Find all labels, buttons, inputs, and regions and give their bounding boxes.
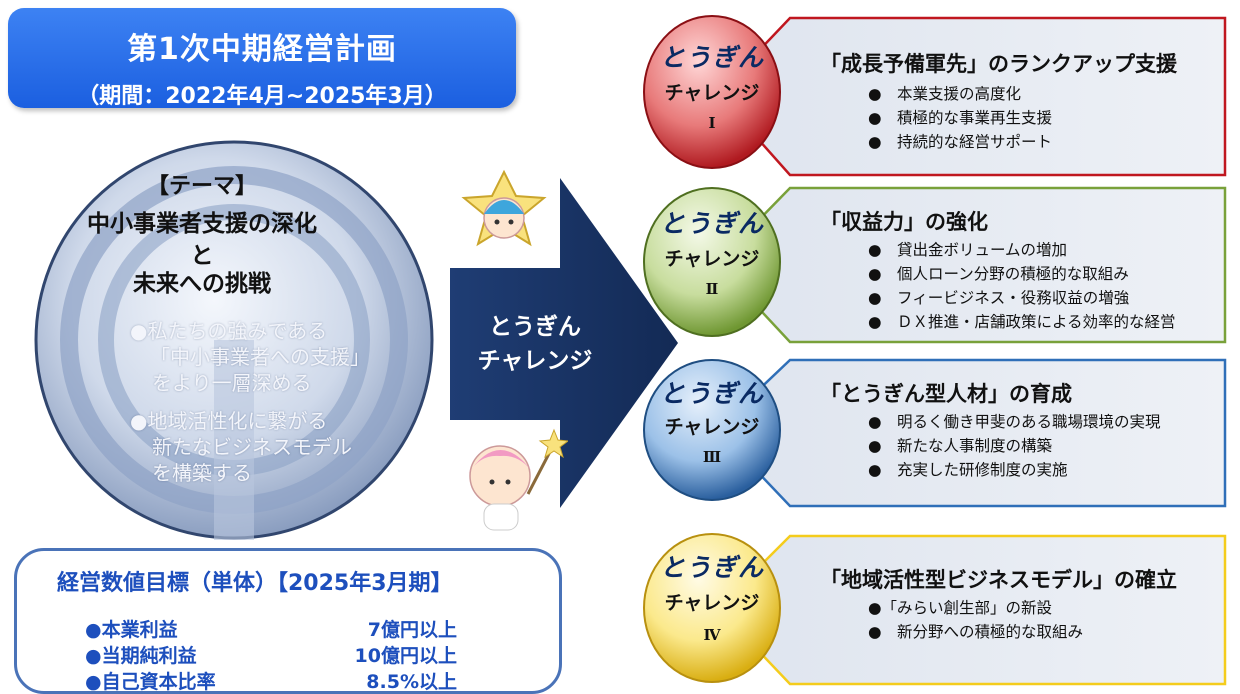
challenge-3: とうぎん チャレンジ Ⅲ 「とうぎん型人材」の育成 ● 明るく働き甲斐のある職場… [640,356,1230,512]
plan-period: （期間：2022年4月~2025年3月） [77,84,447,109]
challenge-3-item-2: ● 新たな人事制度の構築 [868,437,1053,455]
challenge-3-item-1: ● 明るく働き甲斐のある職場環境の実現 [868,413,1161,431]
challenge-4-shape [643,533,1227,686]
challenge-2-word: チャレンジ [664,248,760,270]
theme-line3: 未来への挑戦 [133,271,271,297]
target-label-capital-ratio: ●自己資本比率 [85,671,216,693]
theme-bullet-2c: を構築する [152,461,252,485]
theme-line1: 中小事業者支援の深化 [87,211,317,237]
theme-emblem [34,140,434,540]
target-value-capital-ratio: 8.5%以上 [366,671,457,693]
blue-mascot-icon [461,169,547,247]
challenge-4-item-2: ● 新分野への積極的な取組み [868,623,1084,641]
arrow-label: とうぎん チャレンジ [470,310,600,378]
pink-mascot-icon [468,428,568,531]
challenge-2: とうぎん チャレンジ Ⅱ 「収益力」の強化 ● 貸出金ボリュームの増加 ● 個人… [640,184,1230,348]
challenge-2-item-4: ● ＤＸ推進・店舗政策による効率的な経営 [868,313,1176,331]
targets-title: 経営数値目標（単体）【2025年3月期】 [57,571,453,596]
challenge-2-title: 「収益力」の強化 [820,210,988,234]
challenge-2-item-1: ● 貸出金ボリュームの増加 [868,241,1068,259]
challenge-3-title: 「とうぎん型人材」の育成 [820,382,1072,406]
challenge-1-item-1: ● 本業支援の高度化 [868,85,1022,103]
challenge-4: とうぎん チャレンジ Ⅳ 「地域活性型ビジネスモデル」の確立 ●「みらい創生部」… [640,530,1230,690]
challenge-2-brand: とうぎん [659,209,764,238]
target-value-net-income: 10億円以上 [354,645,457,667]
challenge-1-title: 「成長予備軍先」のランクアップ支援 [820,52,1177,76]
plan-title: 第1次中期経営計画 [127,32,397,67]
theme-bullet-1c: をより一層深める [152,371,312,395]
challenge-1-numeral: Ⅰ [708,114,716,132]
challenge-4-numeral: Ⅳ [703,626,721,644]
challenge-1-item-3: ● 持続的な経営サポート [868,133,1053,151]
challenge-1-brand: とうぎん [659,43,764,72]
right-arrow-icon [450,178,678,508]
challenge-4-title: 「地域活性型ビジネスモデル」の確立 [820,568,1177,592]
target-value-operating-profit: 7億円以上 [367,619,457,641]
challenge-4-item-1: ●「みらい創生部」の新設 [868,599,1053,617]
theme-bullet-1: ●私たちの強みである [130,319,328,343]
management-targets-box: 経営数値目標（単体）【2025年3月期】 ●本業利益 7億円以上 ●当期純利益 … [14,548,562,694]
challenge-1: とうぎん チャレンジ Ⅰ 「成長予備軍先」のランクアップ支援 ● 本業支援の高度… [640,10,1230,180]
challenge-3-brand: とうぎん [659,379,764,408]
challenge-1-item-2: ● 積極的な事業再生支援 [868,109,1053,127]
challenge-1-word: チャレンジ [664,82,760,104]
challenge-2-numeral: Ⅱ [705,280,719,298]
theme-label: 【テーマ】 [146,174,257,199]
target-label-net-income: ●当期純利益 [85,645,197,667]
challenge-4-word: チャレンジ [664,592,760,614]
challenge-3-shape [643,358,1227,508]
challenge-2-shape [643,186,1227,344]
target-label-operating-profit: ●本業利益 [85,619,178,641]
theme-bullet-2b: 新たなビジネスモデル [152,435,352,459]
challenge-3-numeral: Ⅲ [702,448,722,466]
theme-bullet-2: ●地域活性化に繋がる [130,409,328,433]
challenge-2-item-3: ● フィービジネス・役務収益の増強 [868,289,1130,307]
challenge-2-item-2: ● 個人ローン分野の積極的な取組み [868,265,1129,283]
plan-title-box: 第1次中期経営計画 （期間：2022年4月~2025年3月） [8,8,516,109]
arrow-label-line2: チャレンジ [477,348,593,374]
challenge-3-word: チャレンジ [664,416,760,438]
theme-line2: と [190,243,214,269]
challenge-4-brand: とうぎん [659,553,764,582]
theme-bullet-1b: 「中小事業者への支援」 [150,345,370,369]
arrow-label-line1: とうぎん [489,314,581,340]
challenge-3-item-3: ● 充実した研修制度の実施 [868,461,1068,479]
challenge-1-shape [643,15,1227,177]
